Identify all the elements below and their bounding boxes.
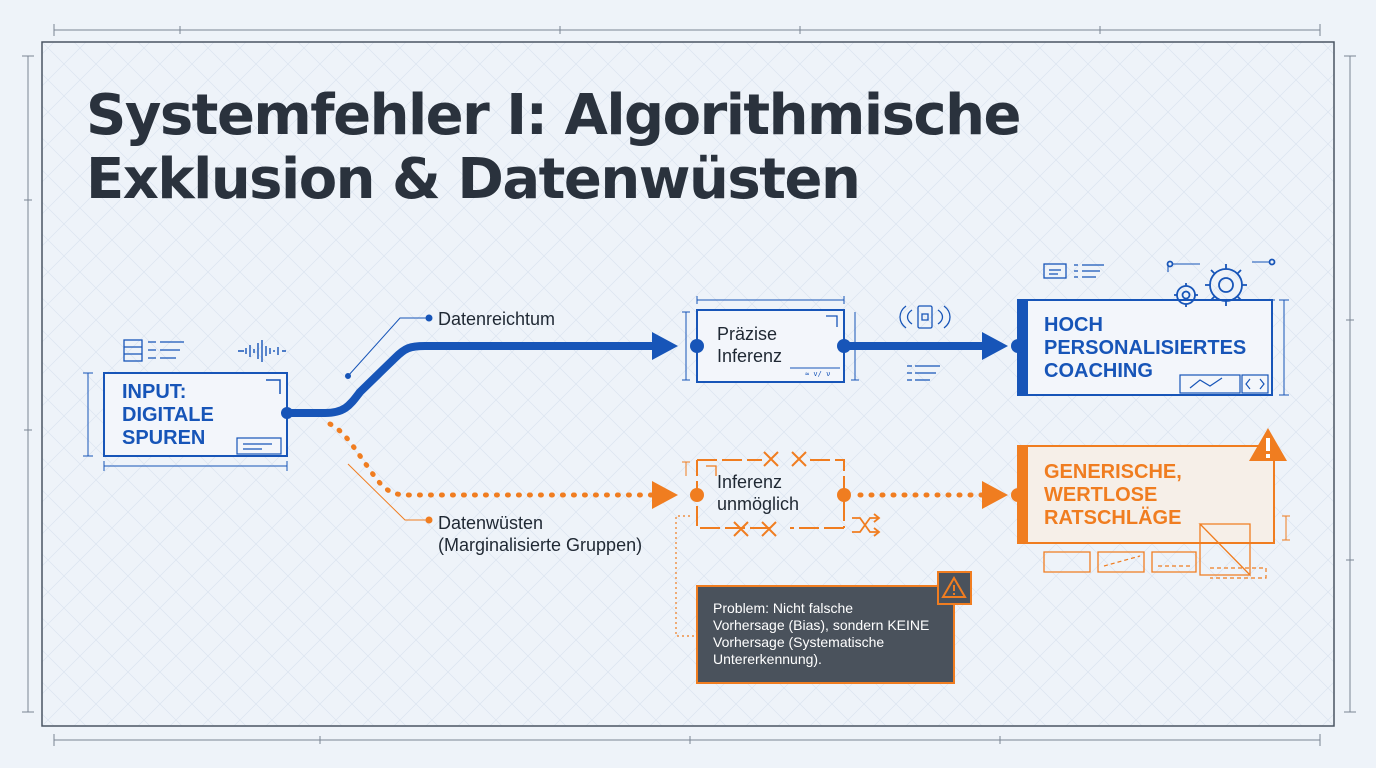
problem-note-line: Vorhersage (Bias), sondern KEINE — [713, 617, 930, 633]
coaching-line: HOCH — [1044, 314, 1103, 336]
generic-in-connector — [1011, 488, 1025, 502]
impossible-inference-box — [682, 451, 845, 537]
server-icon — [123, 339, 184, 362]
data-desert-arrowhead — [652, 481, 678, 509]
rich-label-leader — [345, 314, 433, 379]
generic-advice-line: RATSCHLÄGE — [1044, 507, 1182, 529]
problem-note — [696, 571, 972, 684]
data-rich-label: Datenreichtum — [438, 309, 556, 329]
list-icon — [907, 365, 940, 381]
svg-text:≈ v/ ν: ≈ v/ ν — [805, 370, 830, 378]
coaching-arrowhead — [982, 332, 1008, 360]
data-desert-label-line: (Marginalisierte Gruppen) — [438, 535, 643, 555]
title-line-1: Systemfehler I: Algorithmische — [86, 83, 1021, 148]
impossible-in-connector — [690, 488, 704, 502]
problem-note-line: Untererkennung). — [713, 651, 822, 667]
generic-advice-label: GENERISCHE, WERTLOSE RATSCHLÄGE — [1044, 461, 1182, 530]
impossible-inference-line: Inferenz — [717, 472, 783, 492]
wireless-tag-icon — [899, 305, 951, 329]
input-box-line: SPUREN — [122, 427, 206, 449]
coaching-in-connector — [1011, 339, 1025, 353]
coaching-label: HOCH PERSONALISIERTES COACHING — [1044, 314, 1246, 383]
generic-advice-box — [1017, 445, 1290, 579]
coaching-line: PERSONALISIERTES — [1044, 337, 1247, 359]
shuffle-icon — [852, 513, 881, 537]
precise-inference-box: ≈ v/ ν — [682, 296, 859, 383]
input-box-line: DIGITALE — [122, 404, 214, 426]
generic-arrowhead — [982, 481, 1008, 509]
impossible-out-connector — [837, 488, 851, 502]
input-box — [83, 372, 288, 471]
problem-note-line: Problem: Nicht falsche — [713, 600, 854, 616]
warning-icon — [1249, 428, 1287, 461]
data-rich-arrowhead — [652, 332, 678, 360]
precise-inference-line: Präzise — [717, 324, 778, 344]
generic-advice-line: GENERISCHE, — [1044, 461, 1182, 483]
data-rich-path — [287, 342, 655, 417]
dimension-rulers — [22, 24, 1356, 746]
warning-icon — [941, 576, 967, 598]
input-box-line: INPUT: — [122, 381, 187, 403]
desert-label-leader — [347, 463, 433, 524]
document-icon — [1043, 263, 1104, 279]
coaching-line: COACHING — [1044, 360, 1153, 382]
impossible-inference-line: unmöglich — [717, 494, 800, 514]
input-box-label: INPUT: DIGITALE SPUREN — [122, 381, 214, 450]
data-desert-label-line: Datenwüsten — [438, 513, 544, 533]
precise-inference-line: Inferenz — [717, 346, 783, 366]
impossible-inference-label: Inferenz unmöglich — [717, 471, 799, 515]
gear-icon — [1166, 258, 1276, 307]
waveform-icon — [238, 340, 286, 362]
precise-in-connector — [690, 339, 704, 353]
problem-note-text: Problem: Nicht falsche Vorhersage (Bias)… — [713, 600, 943, 668]
note-leader — [675, 515, 697, 637]
title-line-2: Exklusion & Datenwüsten — [86, 147, 861, 212]
precise-inference-label: Präzise Inferenz — [717, 323, 782, 367]
data-desert-label: Datenwüsten (Marginalisierte Gruppen) — [438, 512, 642, 556]
page-title: Systemfehler I: Algorithmische Exklusion… — [86, 84, 1186, 212]
outer-frame — [41, 41, 1335, 727]
problem-note-line: Vorhersage (Systematische — [713, 634, 885, 650]
generic-advice-line: WERTLOSE — [1044, 484, 1158, 506]
